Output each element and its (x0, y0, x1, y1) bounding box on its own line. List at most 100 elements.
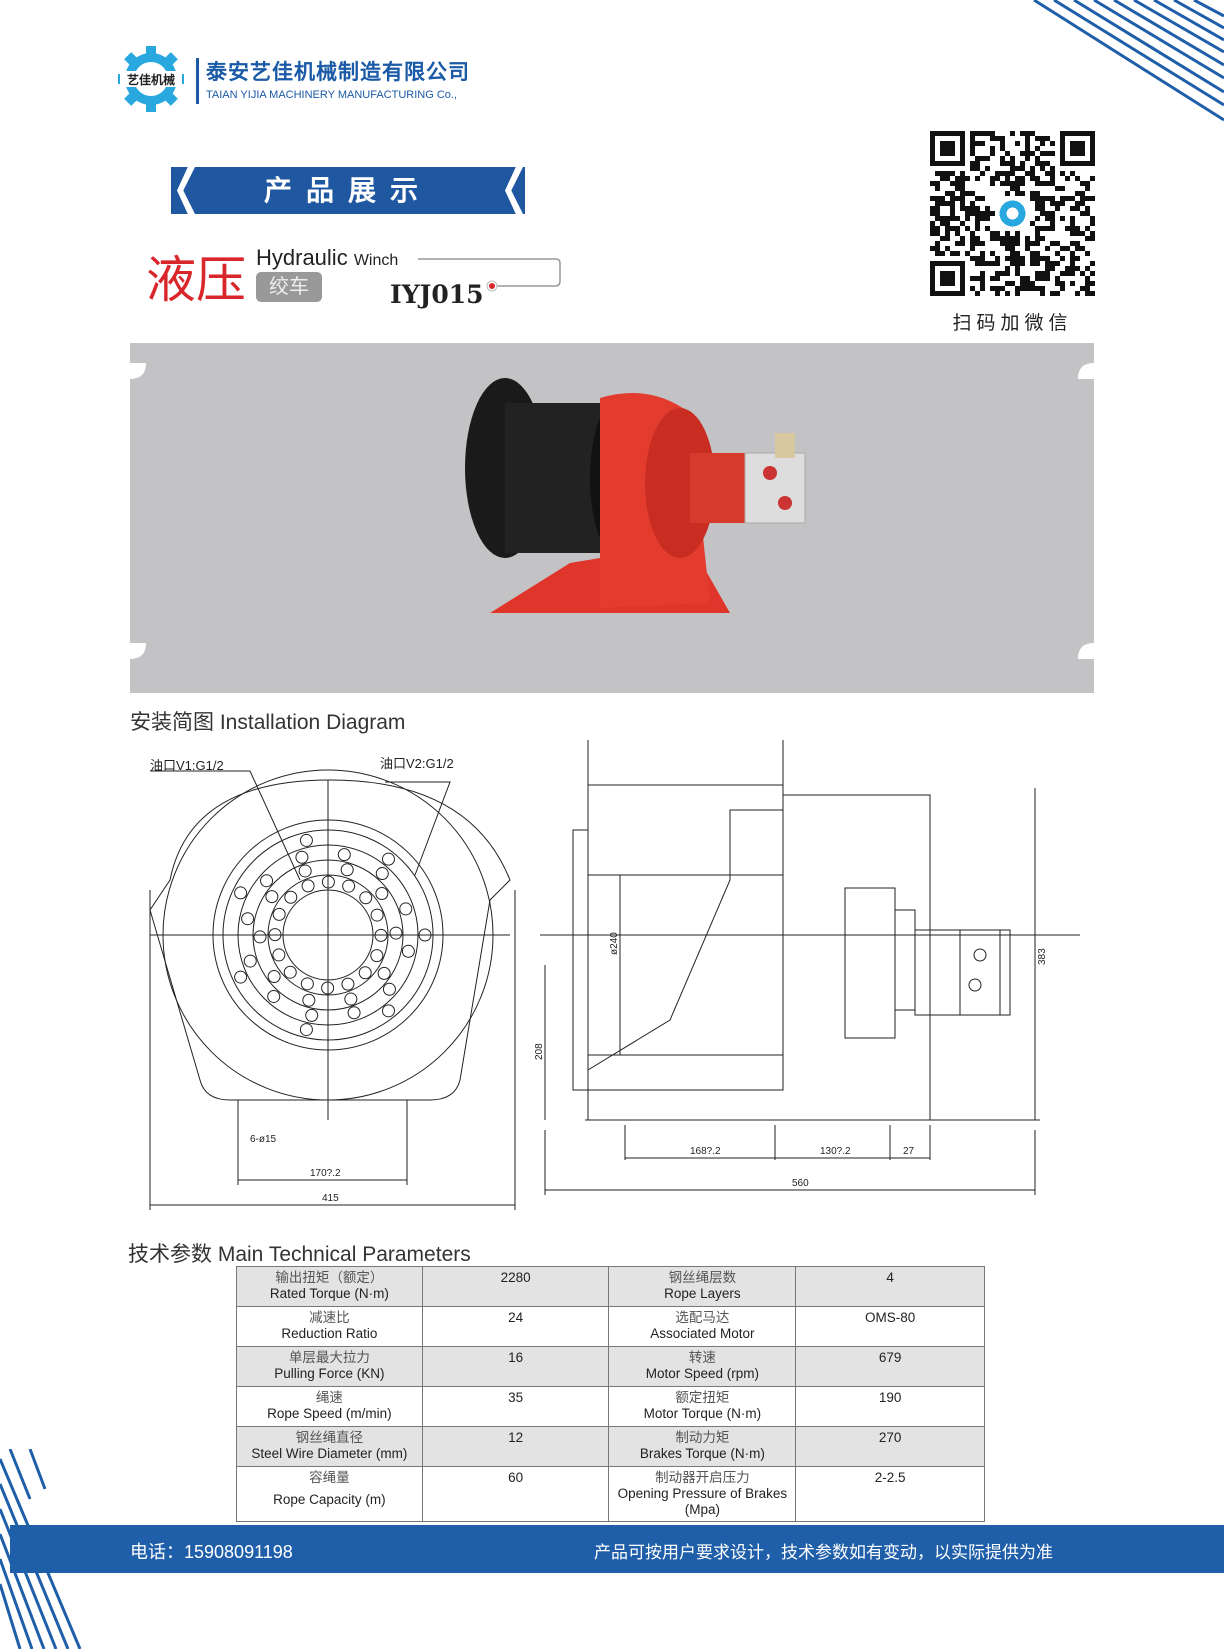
dim-208-label: 208 (534, 1043, 545, 1060)
param-value: 4 (795, 1266, 985, 1307)
dim-240-label: ø240 (609, 932, 620, 955)
param-value: OMS-80 (795, 1306, 985, 1347)
bolt-hole (298, 864, 312, 878)
product-model: IYJ015 (390, 280, 484, 309)
bolt-hole (347, 1006, 361, 1020)
param-value: 12 (421, 1426, 610, 1467)
bolt-hole (295, 850, 309, 864)
product-name-en: Hydraulic Winch (256, 245, 398, 271)
bolt-hole (389, 926, 403, 940)
param-label-en: Rated Torque (N·m) (269, 1286, 389, 1301)
product-name-cn: 液压 (146, 251, 246, 309)
bolt-hole (375, 886, 389, 900)
bolt-hole (381, 1004, 395, 1018)
product-name-en-small: Winch (353, 252, 399, 269)
param-value: 24 (421, 1306, 610, 1347)
param-label-en: Opening Pressure of Brakes (Mpa) (617, 1486, 788, 1517)
qr-code (930, 131, 1095, 296)
param-label-cn: 钢丝绳直径 (295, 1430, 364, 1446)
param-value: 35 (421, 1386, 610, 1427)
bolt-hole (234, 886, 248, 900)
param-label-en: Associated Motor (650, 1326, 755, 1341)
port-v2-label: 油口V2:G1/2 (380, 756, 454, 771)
bolt-hole (305, 1008, 319, 1022)
dim-130-label: 130?.2 (820, 1146, 851, 1157)
decorative-stripes-top-right (1033, 0, 1224, 122)
bolt-hole (381, 852, 395, 866)
installation-diagram-title: 安装简图 Installation Diagram (130, 706, 405, 736)
installation-title-en: Installation Diagram (219, 711, 406, 734)
port-v1-label: 油口V1:G1/2 (150, 758, 224, 773)
product-photo (130, 343, 1094, 693)
bolt-hole (265, 890, 279, 904)
bolt-hole (260, 874, 274, 888)
param-label-en: Reduction Ratio (281, 1326, 378, 1341)
bolt-hole (344, 992, 358, 1006)
dim-383-label: 383 (1037, 948, 1048, 965)
bolt-hole (267, 970, 281, 984)
param-label-cn: 制动力矩 (675, 1430, 730, 1446)
dim-168-label: 168?.2 (690, 1146, 721, 1157)
param-label-cn: 单层最大拉力 (288, 1350, 370, 1366)
holes-label: 6-ø15 (250, 1134, 277, 1145)
parameters-title-cn: 技术参数 (128, 1242, 212, 1266)
param-label-en: Motor Speed (rpm) (645, 1366, 759, 1381)
parameters-title: 技术参数 Main Technical Parameters (128, 1238, 471, 1268)
qr-caption: 扫码加微信 (952, 313, 1073, 334)
param-label-en: Rope Capacity (m) (273, 1492, 386, 1507)
param-label-cn: 绳速 (315, 1390, 343, 1406)
bolt-hole (241, 912, 255, 926)
param-label-cn: 转速 (688, 1350, 716, 1366)
param-label-en: Motor Torque (N·m) (643, 1406, 762, 1421)
param-label-cn: 额定扭矩 (675, 1390, 730, 1406)
bolt-hole (243, 954, 257, 968)
bolt-hole (299, 1023, 313, 1037)
param-label-en: Rope Speed (m/min) (267, 1406, 392, 1421)
param-label-en: Steel Wire Diameter (mm) (251, 1446, 408, 1461)
bolt-hole (272, 948, 286, 962)
svg-text:艺佳机械: 艺佳机械 (127, 72, 175, 87)
company-logo: 艺佳机械 (118, 46, 184, 112)
param-label-cn: 容绳量 (309, 1470, 350, 1486)
bolt-hole (284, 890, 298, 904)
param-value: 679 (795, 1346, 985, 1387)
param-label-cn: 制动器开启压力 (655, 1470, 750, 1486)
param-value: 2280 (421, 1266, 610, 1307)
bolt-hole (302, 993, 316, 1007)
bolt-hole (253, 930, 267, 944)
param-value: 2-2.5 (795, 1466, 985, 1522)
bolt-hole (382, 982, 396, 996)
bolt-hole (300, 977, 314, 991)
param-label-cn: 输出扭矩（额定） (275, 1270, 384, 1286)
bolt-hole (399, 902, 413, 916)
product-name-en-main: Hydraulic (256, 245, 348, 270)
footer-note: 产品可按用户要求设计，技术参数如有变动，以实际提供为准 (594, 1543, 1053, 1562)
param-value: 60 (421, 1466, 610, 1522)
bolt-hole (234, 970, 248, 984)
bolt-hole (340, 863, 354, 877)
dim-560-label: 560 (792, 1178, 809, 1189)
front-view (149, 769, 516, 1210)
bolt-hole (272, 907, 286, 921)
company-name-cn: 泰安艺佳机械制造有限公司 (206, 61, 470, 84)
logo-divider (196, 58, 199, 104)
installation-diagram: 油口V1:G1/2 油口V2:G1/2 6-ø15 170?.2 415 212… (149, 740, 1080, 1210)
banner-title: 产品展示 (263, 175, 432, 206)
param-label: 输出扭矩（额定）Rated Torque (N·m) (236, 1266, 423, 1307)
param-label-en: Brakes Torque (N·m) (639, 1446, 765, 1461)
bolt-hole (283, 965, 297, 979)
bolt-hole (375, 867, 389, 881)
bolt-hole (301, 879, 315, 893)
bolt-hole (299, 833, 313, 847)
